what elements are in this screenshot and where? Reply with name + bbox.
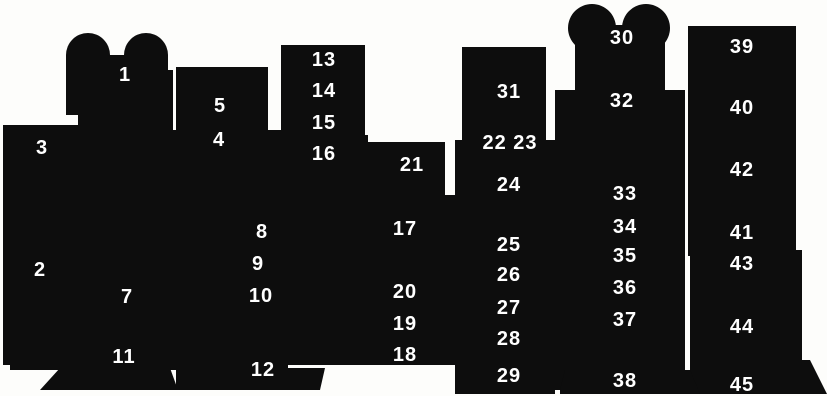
number-label: 28 xyxy=(497,329,521,349)
number-label: 19 xyxy=(393,314,417,334)
number-label: 4 xyxy=(213,130,225,150)
number-label: 36 xyxy=(613,278,637,298)
number-label: 45 xyxy=(730,375,754,395)
number-label: 22 23 xyxy=(482,133,537,153)
number-label: 14 xyxy=(312,81,336,101)
number-label: 31 xyxy=(497,82,521,102)
number-label: 12 xyxy=(251,360,275,380)
number-label: 24 xyxy=(497,175,521,195)
number-label: 44 xyxy=(730,317,754,337)
number-label: 3 xyxy=(36,138,48,158)
number-label: 16 xyxy=(312,144,336,164)
number-label: 17 xyxy=(393,219,417,239)
number-label: 8 xyxy=(256,222,268,242)
number-label: 34 xyxy=(613,217,637,237)
number-label: 2 xyxy=(34,260,46,280)
number-label: 30 xyxy=(610,28,634,48)
number-label: 9 xyxy=(252,254,264,274)
number-label: 10 xyxy=(249,286,273,306)
number-label: 42 xyxy=(730,160,754,180)
number-label: 33 xyxy=(613,184,637,204)
building-1-body xyxy=(78,70,173,370)
number-label: 41 xyxy=(730,223,754,243)
number-label: 25 xyxy=(497,235,521,255)
number-label: 43 xyxy=(730,254,754,274)
number-label: 26 xyxy=(497,265,521,285)
number-label: 40 xyxy=(730,98,754,118)
number-label: 13 xyxy=(312,50,336,70)
number-label: 27 xyxy=(497,298,521,318)
number-label: 7 xyxy=(121,287,133,307)
number-label: 38 xyxy=(613,371,637,391)
number-label: 37 xyxy=(613,310,637,330)
ground-base-1 xyxy=(40,368,178,390)
number-label: 11 xyxy=(112,347,135,367)
building-step-left xyxy=(10,160,85,370)
number-label: 35 xyxy=(613,246,637,266)
number-label: 15 xyxy=(312,113,336,133)
number-label: 5 xyxy=(214,96,226,116)
number-label: 29 xyxy=(497,366,521,386)
number-label: 20 xyxy=(393,282,417,302)
number-label: 18 xyxy=(393,345,417,365)
tower-32 xyxy=(555,90,685,390)
number-label: 32 xyxy=(610,91,634,111)
ground-base-4 xyxy=(700,360,827,394)
number-label: 21 xyxy=(400,155,424,175)
number-label: 39 xyxy=(730,37,754,57)
number-label: 1 xyxy=(119,65,131,85)
